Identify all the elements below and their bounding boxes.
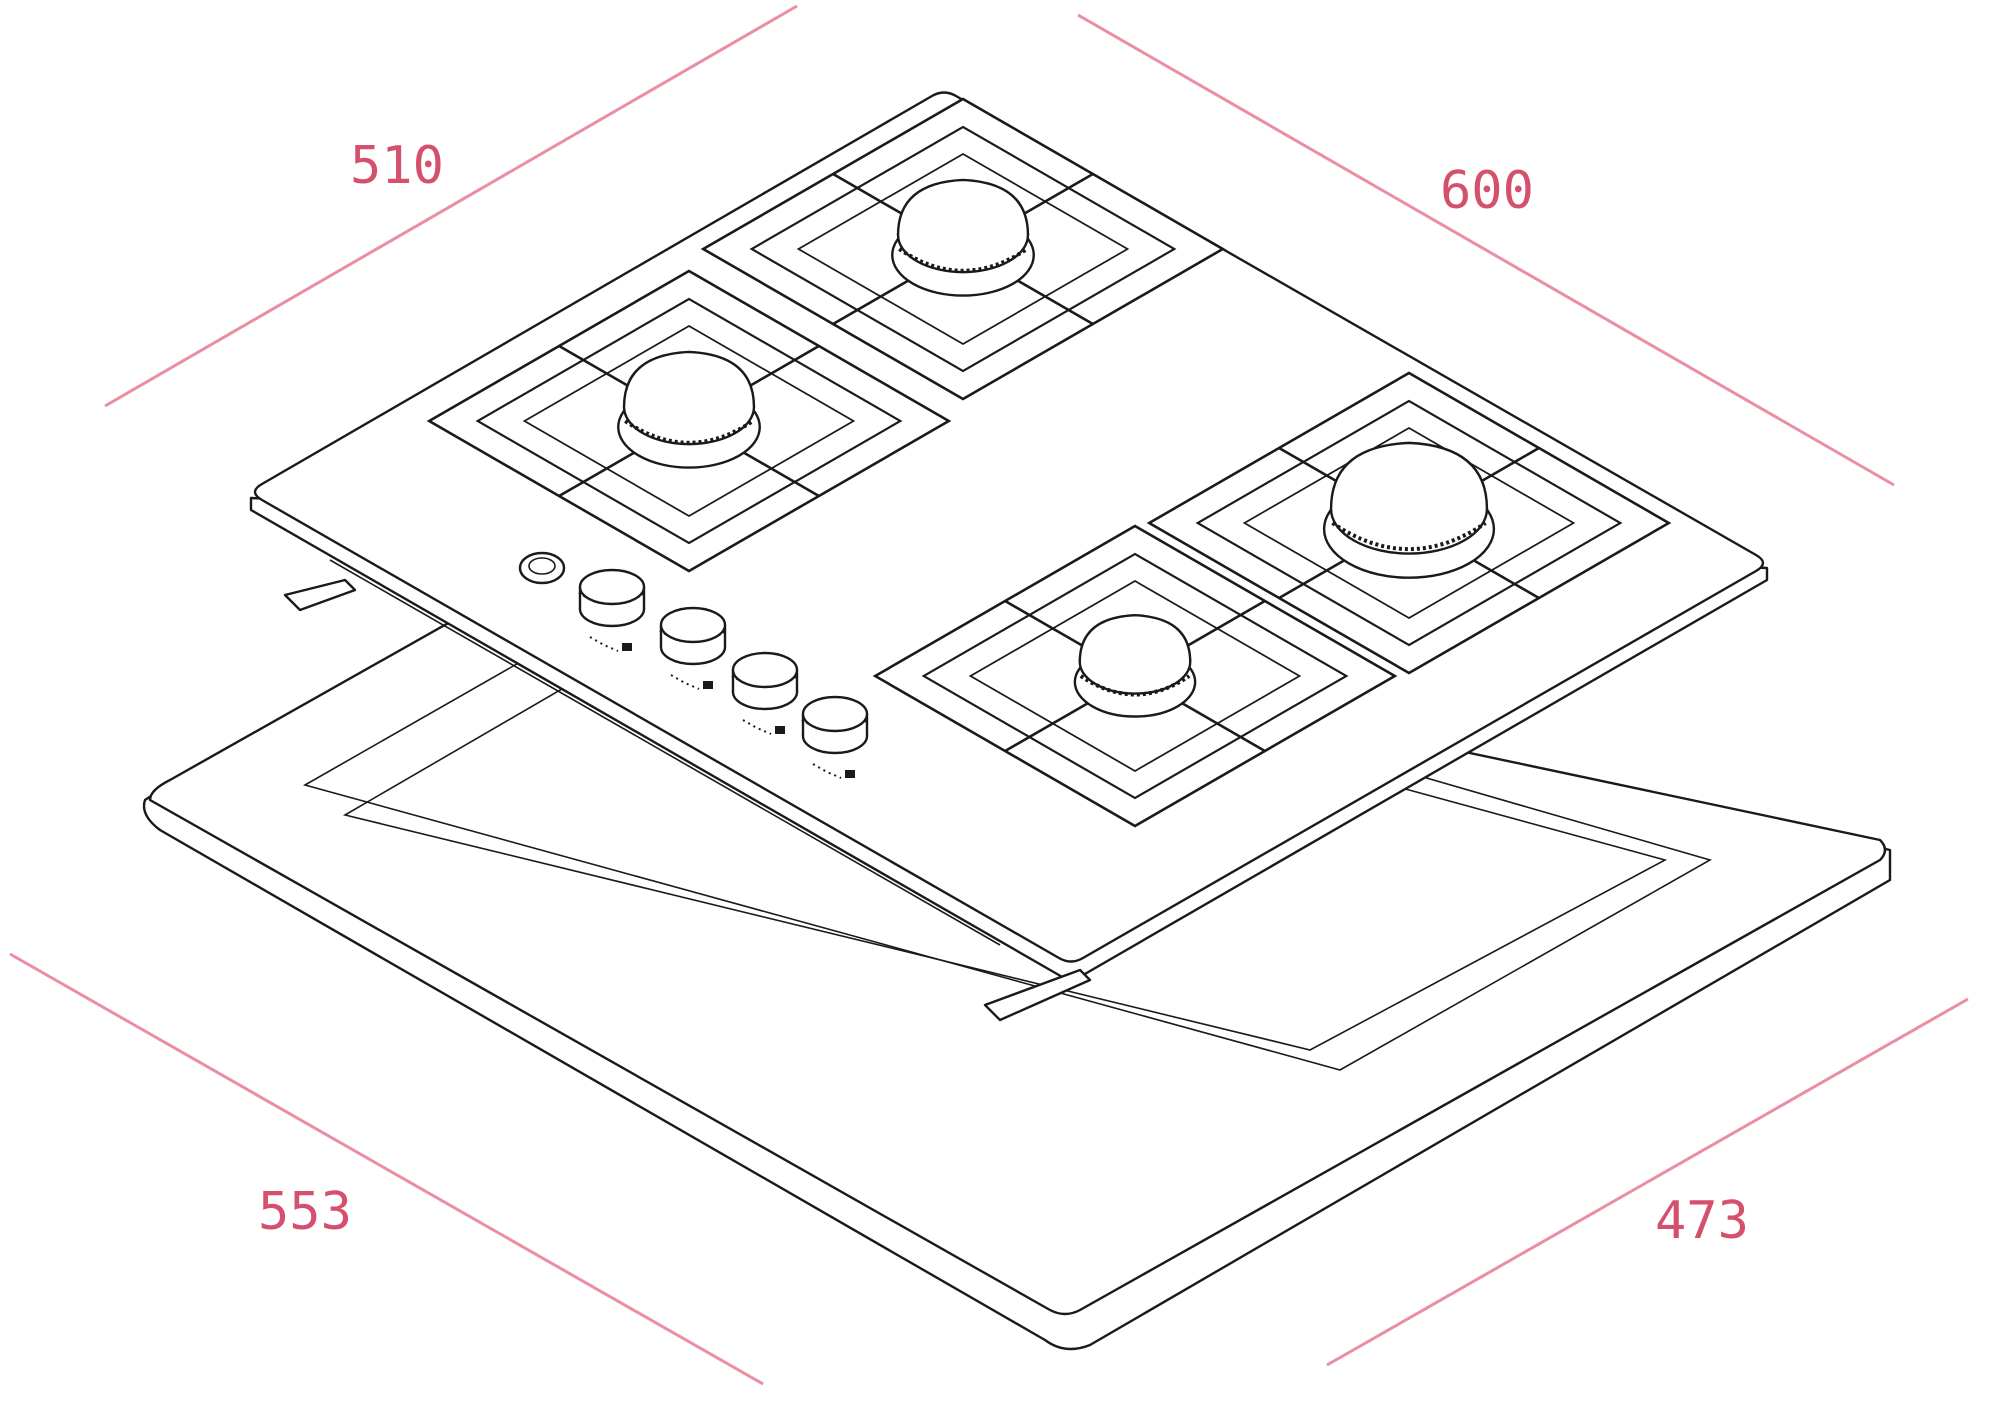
control-panel	[518, 551, 869, 779]
burner-front-small[interactable]	[872, 524, 1398, 828]
burner-rear-left[interactable]	[426, 269, 952, 573]
mounting-clamp	[283, 578, 357, 612]
control-knob-1[interactable]	[578, 568, 646, 652]
dimension-line-510	[104, 4, 798, 408]
control-knob-4[interactable]	[801, 695, 869, 779]
dimension-label-600: 600	[1440, 161, 1534, 221]
mounting-clamp	[983, 968, 1092, 1022]
igniter-button[interactable]	[518, 551, 566, 585]
dimension-label-553: 553	[258, 1182, 352, 1242]
dimension-label-510: 510	[350, 136, 444, 196]
dimension-label-473: 473	[1655, 1191, 1749, 1251]
dimension-line-473	[1326, 997, 1969, 1367]
dimension-line-600	[1077, 13, 1895, 487]
burner-wok[interactable]	[1146, 371, 1672, 675]
control-knob-2[interactable]	[659, 606, 727, 690]
dimension-line-553	[9, 952, 764, 1386]
control-knob-3[interactable]	[731, 651, 799, 735]
burner-rear-right[interactable]	[700, 97, 1226, 401]
